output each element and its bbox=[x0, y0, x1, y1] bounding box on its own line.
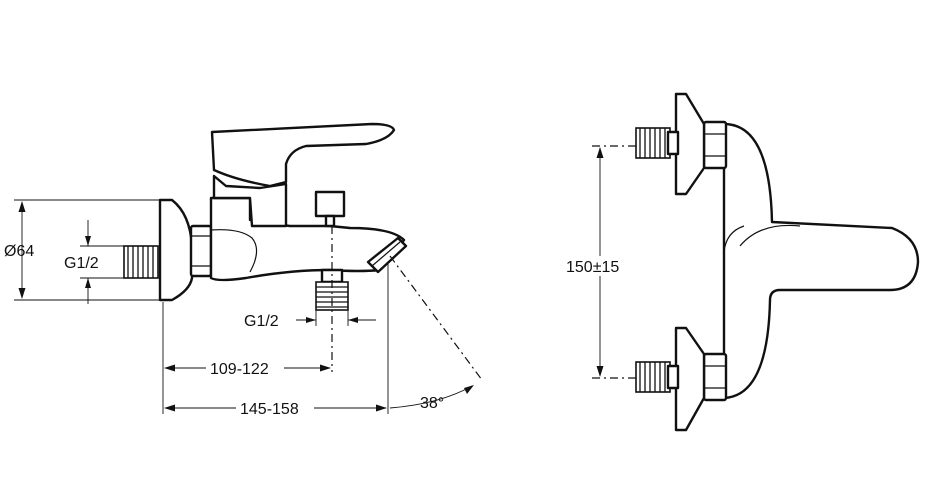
thread-outlet-label: G1/2 bbox=[244, 313, 279, 330]
lower-thread bbox=[635, 361, 680, 393]
diverter-knob bbox=[314, 190, 346, 218]
lever-handle bbox=[210, 122, 396, 188]
center-distance-label: 150±15 bbox=[566, 259, 619, 276]
upper-thread bbox=[635, 127, 680, 159]
wall-flange bbox=[158, 198, 194, 302]
length-long-dimension: 145-158 bbox=[164, 264, 389, 418]
connecting-nut bbox=[189, 224, 213, 278]
diameter-label: Ø64 bbox=[4, 243, 34, 260]
inlet-thread-dimension: G1/2 bbox=[64, 220, 130, 304]
diverter-stem bbox=[324, 214, 336, 228]
outlet-thread-dimension: G1/2 bbox=[244, 310, 376, 330]
length-short-dimension: 109-122 bbox=[162, 302, 331, 414]
front-view: 150±15 bbox=[566, 92, 920, 432]
length-short-label: 109-122 bbox=[210, 361, 269, 378]
lower-nut bbox=[702, 352, 728, 402]
upper-nut bbox=[702, 120, 728, 170]
side-view: Ø64 G1/2 bbox=[4, 122, 483, 418]
lower-flange bbox=[674, 326, 706, 432]
length-long-label: 145-158 bbox=[240, 401, 299, 418]
front-body bbox=[722, 122, 920, 400]
upper-flange bbox=[674, 92, 706, 196]
center-distance-dimension: 150±15 bbox=[566, 145, 676, 379]
diameter-dimension: Ø64 bbox=[4, 199, 160, 301]
inlet-thread bbox=[123, 245, 159, 279]
lever-neck bbox=[212, 174, 288, 228]
angle-label: 38° bbox=[420, 395, 444, 412]
spout-aerator bbox=[366, 236, 408, 274]
angle-dimension: 38° bbox=[389, 255, 483, 412]
thread-inlet-label: G1/2 bbox=[64, 255, 99, 272]
